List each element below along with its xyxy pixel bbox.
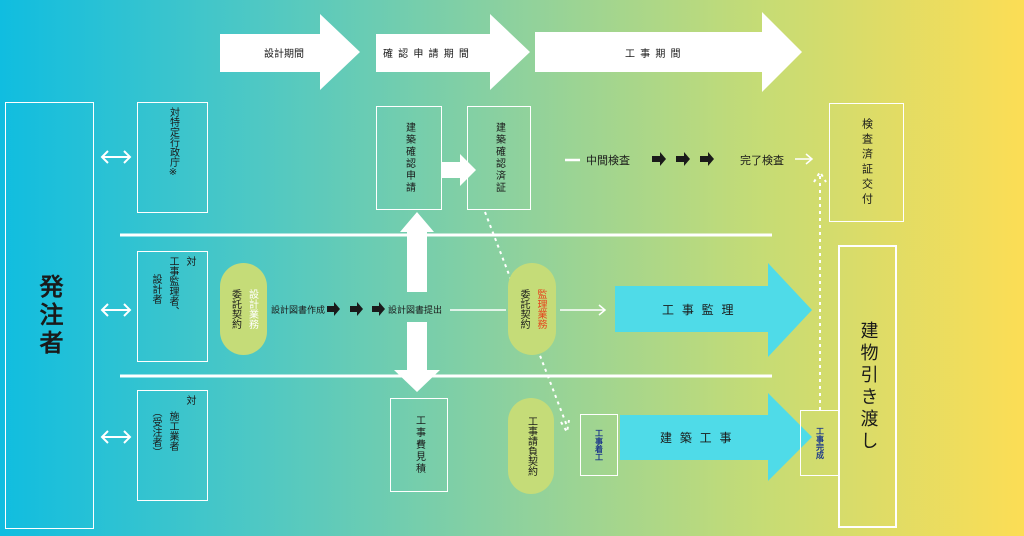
design-small-arrows (327, 302, 385, 316)
party-box-gov: 対特定行政庁※ (137, 102, 208, 213)
supervise-contract-pill: 監理業務 委託契約 (508, 263, 556, 355)
estimate-box: 工事費見積 (390, 398, 448, 492)
issued-box: 検査済証交付 (829, 103, 904, 222)
double-arrow-contractor (100, 430, 132, 444)
party-label-gov: 対特定行政庁※ (167, 107, 179, 178)
completion-inspection-label: 完了検査 (740, 154, 784, 167)
gov-small-arrows (652, 152, 714, 166)
arrow-up-to-application (400, 212, 434, 292)
handover-box: 建物引き渡し (838, 245, 897, 528)
estimate-label: 工事費見積 (413, 415, 425, 475)
phase-label-construction: 工 事 期 間 (625, 49, 682, 60)
interim-inspection-label: 中間検査 (586, 154, 630, 167)
party-label-designer-b: 工事監理者、 (167, 256, 178, 316)
certificate-label: 建築確認済証 (493, 122, 505, 194)
party-label-contractor-c: （受注者） (150, 407, 161, 457)
party-label-designer-a: 対 (184, 256, 195, 266)
certificate-box: 建築確認済証 (467, 106, 531, 210)
client-box: 発注者 (5, 102, 94, 529)
party-label-contractor-a: 対 (184, 395, 195, 405)
application-label: 建築確認申請 (403, 122, 415, 194)
double-arrow-gov (100, 150, 132, 164)
phase-label-confirm: 確 認 申 請 期 間 (383, 49, 470, 60)
supervision-label: 工 事 監 理 (662, 303, 736, 317)
phase-label-design: 設計期間 (264, 49, 304, 60)
phase-arrow-design (220, 14, 360, 90)
party-label-designer-c: 設計者 (150, 274, 161, 304)
construction-label: 建 築 工 事 (660, 431, 734, 445)
finish-label: 工事完成 (815, 427, 825, 459)
party-box-contractor: 対 施工業者 （受注者） (137, 390, 208, 501)
handover-label: 建物引き渡し (857, 320, 879, 453)
arrow-to-issued (795, 153, 814, 165)
drawing-label: 設計図書作成 (271, 306, 326, 316)
design-contract-white: 設計業務 (246, 289, 258, 329)
supervise-contract-red: 監理業務 (535, 289, 546, 329)
construction-contract-label: 工事請負契約 (525, 416, 537, 476)
dotted-arrow-finish-to-issued (813, 170, 827, 410)
arrow-down-to-estimate (394, 322, 440, 392)
party-box-designer: 対 工事監理者、 設計者 (137, 251, 208, 362)
design-contract-black: 委託契約 (229, 289, 241, 329)
construction-arrow (620, 393, 812, 481)
supervise-contract-black: 委託契約 (518, 289, 529, 329)
construction-contract-pill: 工事請負契約 (508, 398, 554, 494)
submit-label: 設計図書提出 (388, 306, 443, 316)
issued-label: 検査済証交付 (860, 117, 874, 208)
phase-arrow-confirm (376, 14, 530, 90)
double-arrow-designer (100, 303, 132, 317)
start-box: 工事着工 (580, 414, 618, 476)
design-contract-pill: 設計業務 委託契約 (220, 263, 267, 355)
client-label: 発注者 (35, 273, 63, 358)
supervision-arrow (615, 263, 812, 357)
phase-arrow-construction (535, 12, 802, 92)
start-label: 工事着工 (594, 429, 604, 461)
arrow-contract-to-supervision (560, 304, 607, 316)
finish-box: 工事完成 (800, 410, 840, 476)
party-label-contractor-b: 施工業者 (167, 411, 178, 451)
application-box: 建築確認申請 (376, 106, 442, 210)
